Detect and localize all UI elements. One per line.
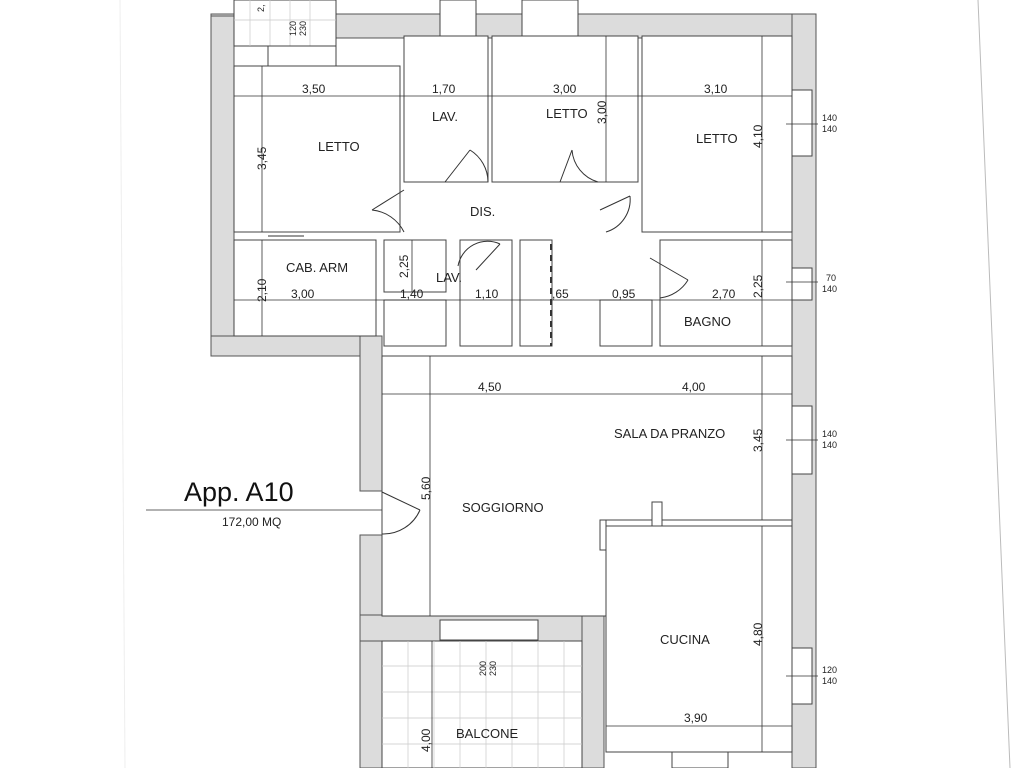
room-label-cab-arm: CAB. ARM: [286, 260, 348, 275]
room-label-dis: DIS.: [470, 204, 495, 219]
dim-label: 1,40: [400, 287, 424, 301]
dim-label: ,65: [552, 287, 569, 301]
dim-label: 3,90: [684, 711, 708, 725]
apartment-title: App. A10: [184, 477, 294, 507]
room-label-lav-2: LAV.: [436, 270, 462, 285]
page-edge-line: [977, 0, 1011, 768]
room-label-bagno: BAGNO: [684, 314, 731, 329]
window-tag: 120: [288, 21, 298, 36]
top-balcony: [233, 0, 579, 67]
dim-label: 2,10: [255, 278, 269, 302]
dim-label: 4,80: [751, 622, 765, 646]
apartment-area: 172,00 MQ: [222, 515, 281, 529]
windows-right: [439, 89, 813, 768]
dim-label: 3,00: [595, 100, 609, 124]
dim-label: 3,00: [553, 82, 577, 96]
window-tag: 230: [488, 661, 498, 676]
dim-label: 4,10: [751, 124, 765, 148]
window-tag: 140: [822, 429, 837, 439]
door-swings: [268, 149, 689, 535]
window-tag: 70: [826, 273, 836, 283]
interior-walls: [233, 35, 793, 753]
window-tag: 140: [822, 284, 837, 294]
window-tag: 120: [822, 665, 837, 675]
room-label-lav-1: LAV.: [432, 109, 458, 124]
dim-label: 1,10: [475, 287, 499, 301]
dim-label: 2,70: [712, 287, 736, 301]
window-tag: 230: [298, 21, 308, 36]
dim-label: 0,95: [612, 287, 636, 301]
window-tag: 2,: [256, 4, 266, 12]
room-label-letto-3: LETTO: [696, 131, 738, 146]
dim-label: 3,00: [291, 287, 315, 301]
window-tag: 200: [478, 661, 488, 676]
window-tag: 140: [822, 113, 837, 123]
dim-label: 4,00: [419, 728, 433, 752]
dim-label: 3,45: [751, 428, 765, 452]
dim-label: 1,70: [432, 82, 456, 96]
window-tag: 140: [822, 124, 837, 134]
room-label-letto-1: LETTO: [318, 139, 360, 154]
room-label-letto-2: LETTO: [546, 106, 588, 121]
room-label-cucina: CUCINA: [660, 632, 710, 647]
room-label-balcone: BALCONE: [456, 726, 518, 741]
room-label-soggiorno: SOGGIORNO: [462, 500, 544, 515]
dim-label: 2,25: [751, 274, 765, 298]
dimension-lines: [146, 36, 818, 768]
dim-label: 5,60: [419, 476, 433, 500]
dim-label: 4,00: [682, 380, 706, 394]
dim-label: 3,45: [255, 146, 269, 170]
window-tag: 140: [822, 440, 837, 450]
dim-label: 2,25: [397, 254, 411, 278]
dim-label: 3,10: [704, 82, 728, 96]
room-label-sala-da-pranzo: SALA DA PRANZO: [614, 426, 725, 441]
page-left-line: [119, 0, 126, 768]
dim-label: 4,50: [478, 380, 502, 394]
balcone-area: [381, 640, 583, 768]
window-tag: 140: [822, 676, 837, 686]
dim-label: 3,50: [302, 82, 326, 96]
